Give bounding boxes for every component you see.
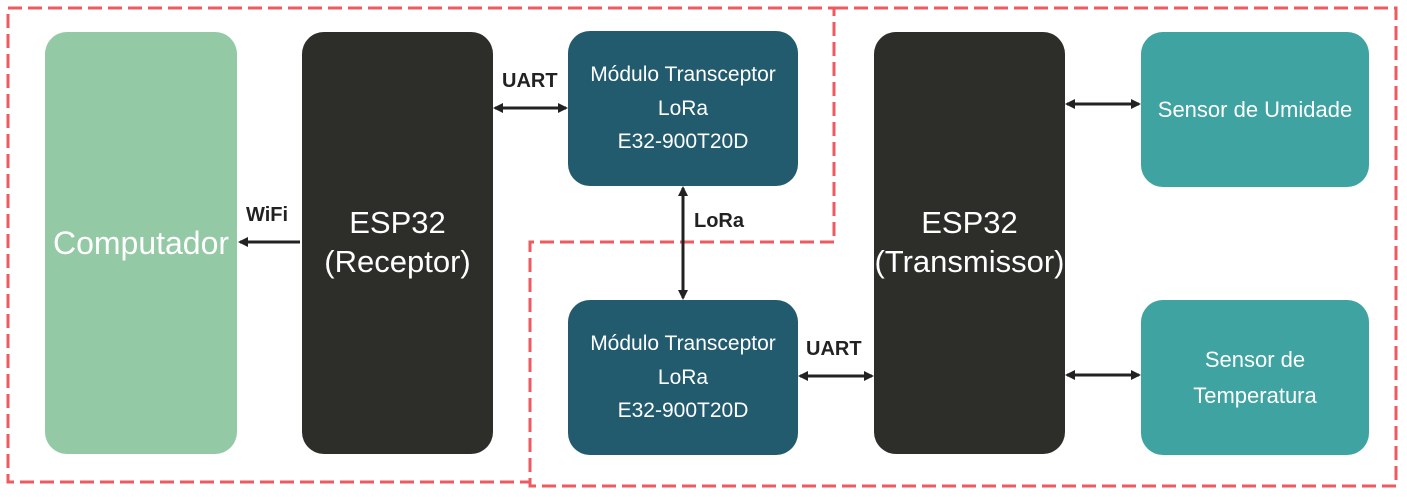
humidity-sensor-label: Sensor de Umidade	[1157, 96, 1353, 122]
esp32-receiver-role: (Receptor)	[324, 244, 471, 279]
esp32-transmitter-block: ESP32 (Transmissor)	[874, 32, 1065, 454]
esp32-receiver-label: ESP32	[349, 205, 446, 241]
lora-module-title: Módulo Transceptor	[590, 63, 776, 87]
esp32-transmitter-label: ESP32	[921, 205, 1018, 241]
lora-module-subtitle: LoRa	[657, 365, 709, 389]
lora-module-model: E32-900T20D	[617, 399, 749, 423]
lora-module-model: E32-900T20D	[617, 130, 749, 154]
uart-top-label: UART	[502, 70, 558, 92]
esp32-receiver-block: ESP32 (Receptor)	[302, 32, 493, 454]
lora-link-label: LoRa	[694, 210, 744, 232]
computer-label: Computador	[52, 224, 230, 261]
temperature-sensor-block: Sensor de Temperatura	[1141, 300, 1369, 455]
humidity-sensor-block: Sensor de Umidade	[1141, 32, 1369, 187]
wifi-label: WiFi	[246, 204, 289, 226]
temperature-sensor-label-line2: Temperatura	[1193, 382, 1317, 408]
transmitter-zone-boundary	[528, 6, 1398, 488]
lora-module-subtitle: LoRa	[657, 96, 709, 120]
computer-block: Computador	[45, 32, 237, 454]
uart-bottom-label: UART	[806, 338, 862, 360]
lora-module-receiver-block: Módulo Transceptor LoRa E32-900T20D	[568, 31, 798, 186]
esp32-transmitter-role: (Transmissor)	[874, 244, 1065, 279]
temperature-sensor-label-line1: Sensor de	[1204, 347, 1306, 373]
lora-module-transmitter-block: Módulo Transceptor LoRa E32-900T20D	[568, 300, 798, 455]
lora-module-title: Módulo Transceptor	[590, 332, 776, 356]
